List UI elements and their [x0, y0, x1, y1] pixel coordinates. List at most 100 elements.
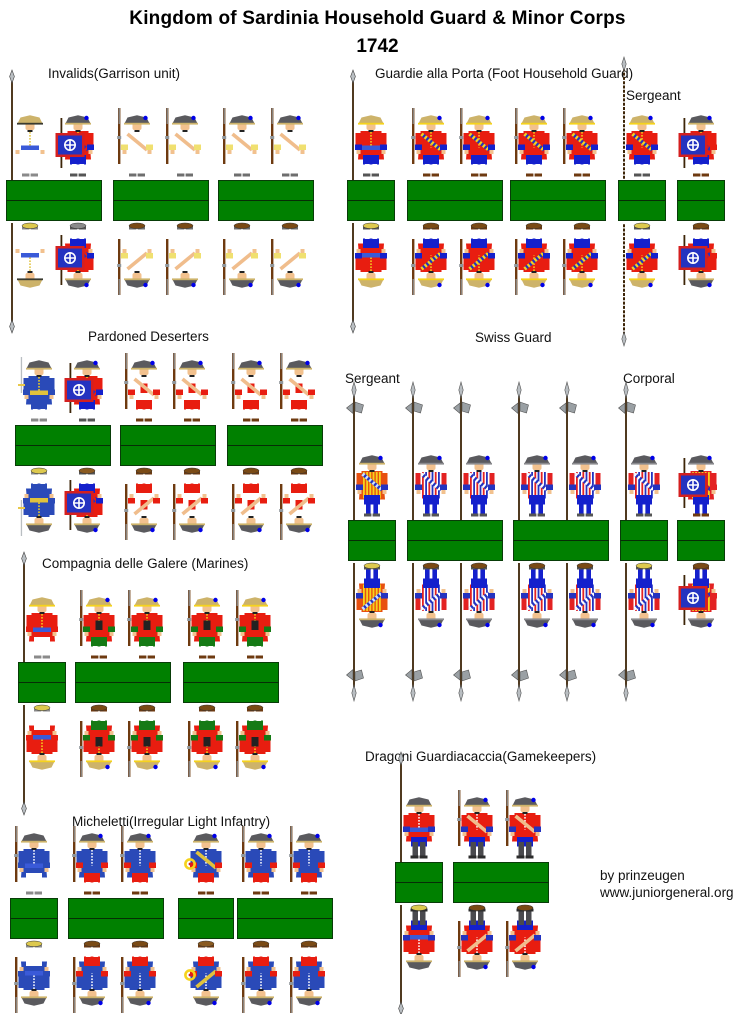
stand-base-upper: [347, 180, 395, 201]
stand-base-lower: [407, 200, 503, 221]
unit-stand-pardoned-2: [227, 353, 323, 540]
soldier-gp_flag-mirrored: [678, 222, 717, 288]
unit-stand-marines-0: [18, 551, 66, 816]
stand-base-upper: [120, 425, 216, 446]
stand-base: [18, 662, 66, 705]
stand-base-upper: [178, 898, 234, 919]
soldier-mi_musk-mirrored: [289, 940, 325, 1013]
credit-text: by prinzeugen www.juniorgeneral.org: [600, 867, 734, 901]
stand-base: [237, 898, 333, 941]
unit-stand-guardie-1: [407, 108, 503, 295]
figures-upright: [178, 832, 234, 898]
soldier-sw_halb: [453, 380, 495, 520]
stand-base-lower: [75, 682, 171, 703]
rank-label-swiss-0: Sergeant: [345, 371, 400, 386]
stand-base-upper: [113, 180, 209, 201]
credit-author: by prinzeugen: [600, 868, 685, 883]
soldier-inv_musk-mirrored: [270, 222, 306, 295]
stand-base-lower: [395, 882, 443, 903]
figures-mirrored: [453, 904, 549, 977]
stand-base-upper: [677, 180, 725, 201]
figures-upright: [75, 590, 171, 662]
page-title: Kingdom of Sardinia Household Guard & Mi…: [129, 8, 626, 29]
soldier-sw_halb-mirrored: [559, 562, 601, 703]
stand-base: [10, 898, 58, 941]
soldier-inv_musk: [222, 108, 258, 177]
stand-base-upper: [10, 898, 58, 919]
soldier-sw_corp-mirrored: [618, 562, 660, 703]
soldier-mi_musk: [72, 826, 108, 895]
soldier-pd_musk-mirrored: [172, 467, 208, 540]
soldier-pd_musk-mirrored: [231, 467, 267, 540]
soldier-pd_musk: [231, 353, 267, 422]
stand-base-lower: [120, 445, 216, 466]
figures-mirrored: [677, 222, 725, 289]
stand-base-lower: [618, 200, 666, 221]
soldier-pd_musk: [124, 353, 160, 422]
unit-stand-micheletti-3: [237, 826, 333, 1013]
stand-base-lower: [677, 540, 725, 561]
unit-stand-micheletti-0: [10, 826, 58, 1013]
stand-base: [453, 862, 549, 905]
figures-upright: [15, 357, 111, 425]
stand-base: [510, 180, 606, 223]
soldier-inv_musk: [270, 108, 306, 177]
soldier-inv_musk: [165, 108, 201, 177]
stand-base: [15, 425, 111, 468]
soldier-gp_musk: [459, 108, 495, 177]
soldier-ma_musk-mirrored: [127, 704, 163, 777]
stand-base-lower: [510, 200, 606, 221]
stand-base-lower: [6, 200, 102, 221]
stand-base-upper: [15, 425, 111, 446]
soldier-mi_officer-mirrored: [14, 940, 50, 1013]
figures-upright: [347, 69, 395, 180]
stand-base-upper: [68, 898, 164, 919]
unit-stand-swiss-4: [677, 454, 725, 629]
figures-mirrored: [113, 222, 209, 295]
figures-upright: [407, 108, 503, 180]
figures-mirrored: [120, 467, 216, 540]
soldier-gp_musk: [411, 108, 447, 177]
stand-base-upper: [513, 520, 609, 541]
soldier-mi_horn: [184, 833, 222, 895]
stand-base: [183, 662, 279, 705]
soldier-dr_musk-mirrored: [505, 904, 541, 977]
figures-upright: [510, 108, 606, 180]
figures-mirrored: [68, 940, 164, 1013]
figures-upright: [227, 353, 323, 425]
stand-base-lower: [15, 445, 111, 466]
figures-mirrored: [407, 222, 503, 295]
figures-upright: [677, 114, 725, 180]
soldier-inv_musk-mirrored: [117, 222, 153, 295]
soldier-mi_musk: [120, 826, 156, 895]
figures-mirrored: [178, 940, 234, 1007]
stand-base-lower: [10, 918, 58, 939]
soldier-mi_musk: [241, 826, 277, 895]
rank-label-swiss-1: Corporal: [623, 371, 675, 386]
soldier-gp_musk-mirrored: [459, 222, 495, 295]
stand-base-lower: [513, 540, 609, 561]
unit-stand-guardie-4: [677, 114, 725, 289]
stand-base-lower: [348, 540, 396, 561]
soldier-ma_officer-mirrored: [21, 704, 58, 816]
soldier-ma_musk: [127, 590, 163, 659]
stand-base: [347, 180, 395, 223]
soldier-dr_musk: [505, 790, 541, 859]
stand-base-lower: [178, 918, 234, 939]
stand-base: [178, 898, 234, 941]
unit-stand-invalids-0: [6, 69, 102, 334]
unit-stand-pardoned-0: [15, 357, 111, 536]
stand-base-lower: [677, 200, 725, 221]
stand-base-upper: [18, 662, 66, 683]
stand-base: [68, 898, 164, 941]
soldier-mi_musk: [289, 826, 325, 895]
figures-mirrored: [618, 562, 668, 703]
stand-base: [620, 520, 668, 563]
stand-base-upper: [6, 180, 102, 201]
soldier-mi_musk-mirrored: [72, 940, 108, 1013]
figures-upright: [677, 454, 725, 520]
figures-upright: [237, 826, 333, 898]
figures-mirrored: [75, 704, 171, 777]
stand-base: [113, 180, 209, 223]
